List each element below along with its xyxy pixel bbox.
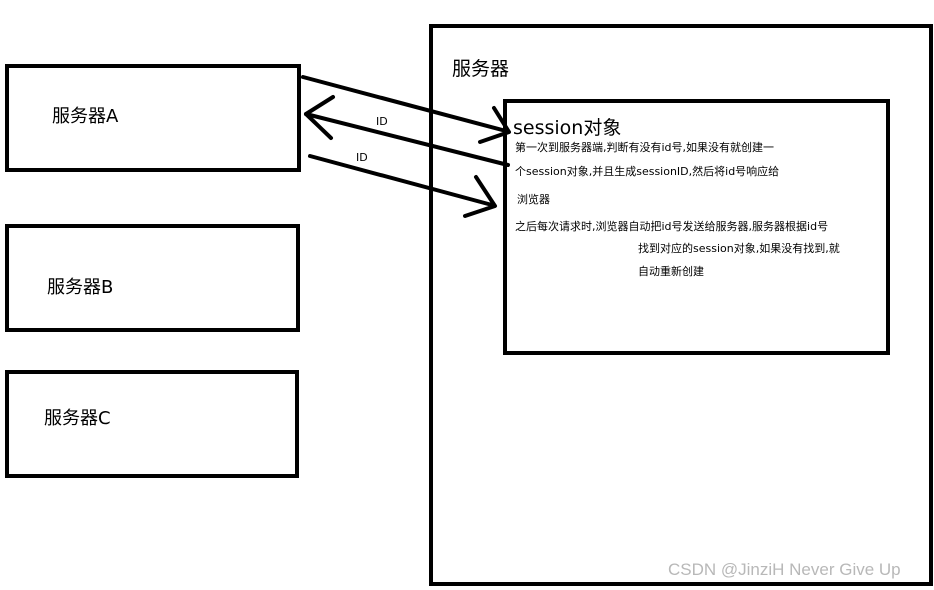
arrow-id-label-1: ID: [376, 115, 388, 128]
arrow-id-label-2: ID: [356, 151, 368, 164]
session-desc-line-3: 浏览器: [517, 193, 550, 206]
server-a-label: 服务器A: [52, 106, 119, 127]
session-desc-line-1: 第一次到服务器端,判断有没有id号,如果没有就创建一: [515, 141, 775, 154]
session-desc-line-4: 之后每次请求时,浏览器自动把id号发送给服务器,服务器根据id号: [515, 220, 829, 233]
server-c-label: 服务器C: [44, 408, 111, 429]
session-desc-line-5: 找到对应的session对象,如果没有找到,就: [638, 242, 840, 255]
session-desc-line-6: 自动重新创建: [638, 265, 704, 278]
session-title: session对象: [513, 117, 622, 139]
session-object-box: [503, 99, 890, 355]
server-c-box: [5, 370, 299, 478]
server-b-box: [5, 224, 300, 332]
watermark: CSDN @JinziH Never Give Up: [668, 560, 901, 579]
session-desc-line-2: 个session对象,并且生成sessionID,然后将id号响应给: [515, 165, 780, 178]
server-a-box: [5, 64, 301, 172]
main-server-label: 服务器: [452, 58, 510, 80]
server-b-label: 服务器B: [47, 277, 114, 298]
